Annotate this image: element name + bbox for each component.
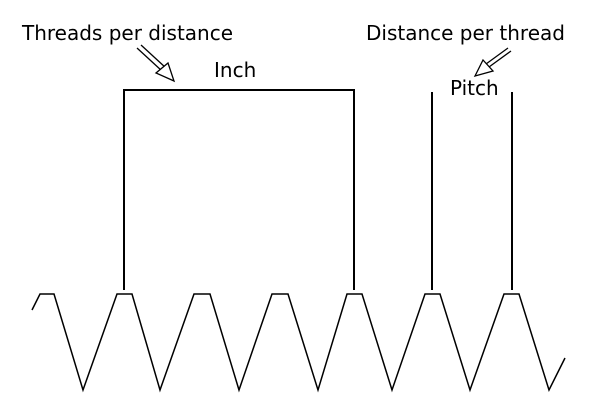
inch-bracket <box>123 89 355 290</box>
distance-per-thread-arrow <box>473 47 512 78</box>
threads-per-distance-label: Threads per distance <box>21 21 233 45</box>
pitch-label: Pitch <box>450 76 499 100</box>
thread-profile <box>31 293 566 393</box>
threads-per-distance-arrow <box>136 44 176 83</box>
distance-per-thread-label: Distance per thread <box>366 21 565 45</box>
inch-label: Inch <box>214 58 256 82</box>
